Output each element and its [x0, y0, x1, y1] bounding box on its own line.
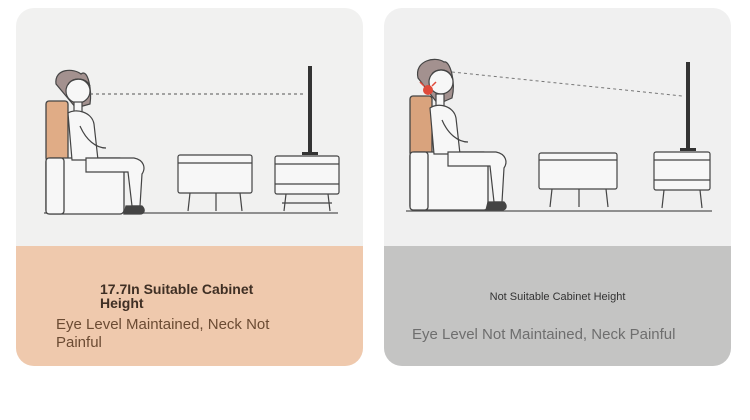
coffee-table-icon: [177, 154, 253, 212]
woman-icon: [417, 58, 507, 211]
tv-icon: [302, 66, 318, 155]
neck-pain-icon: [419, 81, 437, 95]
woman-icon: [55, 69, 145, 215]
not-suitable-height-card: Not Suitable Cabinet Height Eye Level No…: [384, 8, 731, 366]
eye-line: [451, 71, 683, 97]
suitable-height-card: 17.7In Suitable Cabinet Height Eye Level…: [16, 8, 363, 366]
not-suitable-description: Eye Level Not Maintained, Neck Painful: [412, 326, 676, 343]
tv-icon: [680, 62, 696, 151]
suitable-caption: 17.7In Suitable Cabinet Height Eye Level…: [16, 246, 363, 366]
not-suitable-title: Not Suitable Cabinet Height: [489, 291, 626, 303]
tv-cabinet-icon: [653, 151, 711, 209]
not-suitable-scene-illustration: [384, 8, 731, 246]
not-suitable-caption: Not Suitable Cabinet Height Eye Level No…: [384, 246, 731, 366]
suitable-title: 17.7In Suitable Cabinet Height: [100, 281, 254, 311]
suitable-scene-illustration: [16, 8, 363, 246]
coffee-table-icon: [538, 152, 618, 208]
suitable-description: Eye Level Maintained, Neck Not Painful: [56, 316, 270, 351]
tv-cabinet-icon: [274, 155, 340, 212]
